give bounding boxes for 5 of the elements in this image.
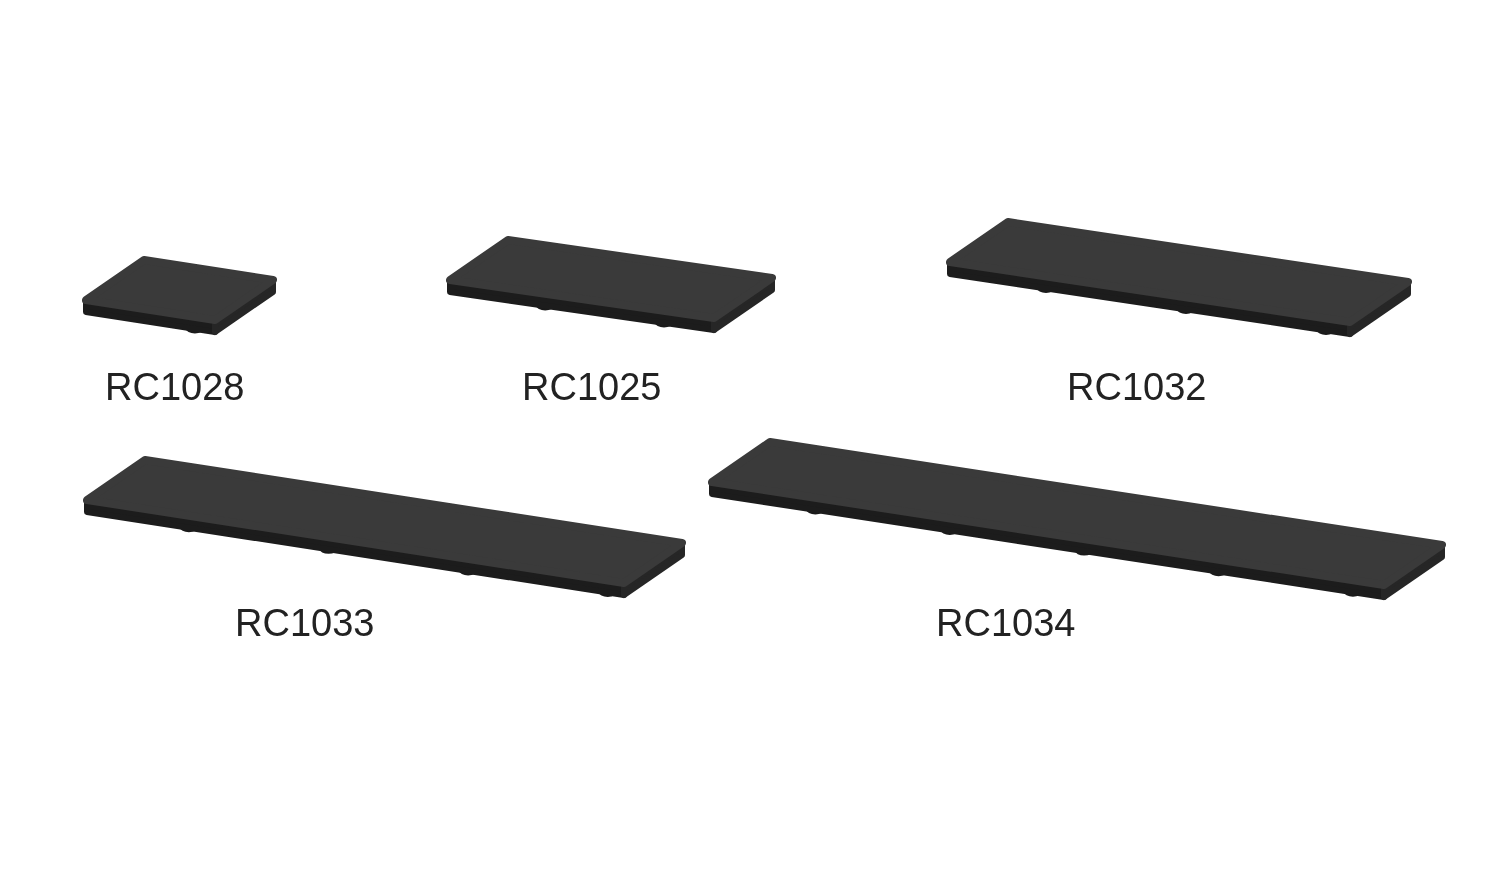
part-number: RC1025	[522, 368, 662, 406]
part-number: RC1028	[105, 368, 245, 406]
part-number: RC1033	[235, 604, 375, 642]
part-number: RC1032	[1067, 368, 1207, 406]
part-number: RC1034	[936, 604, 1076, 642]
